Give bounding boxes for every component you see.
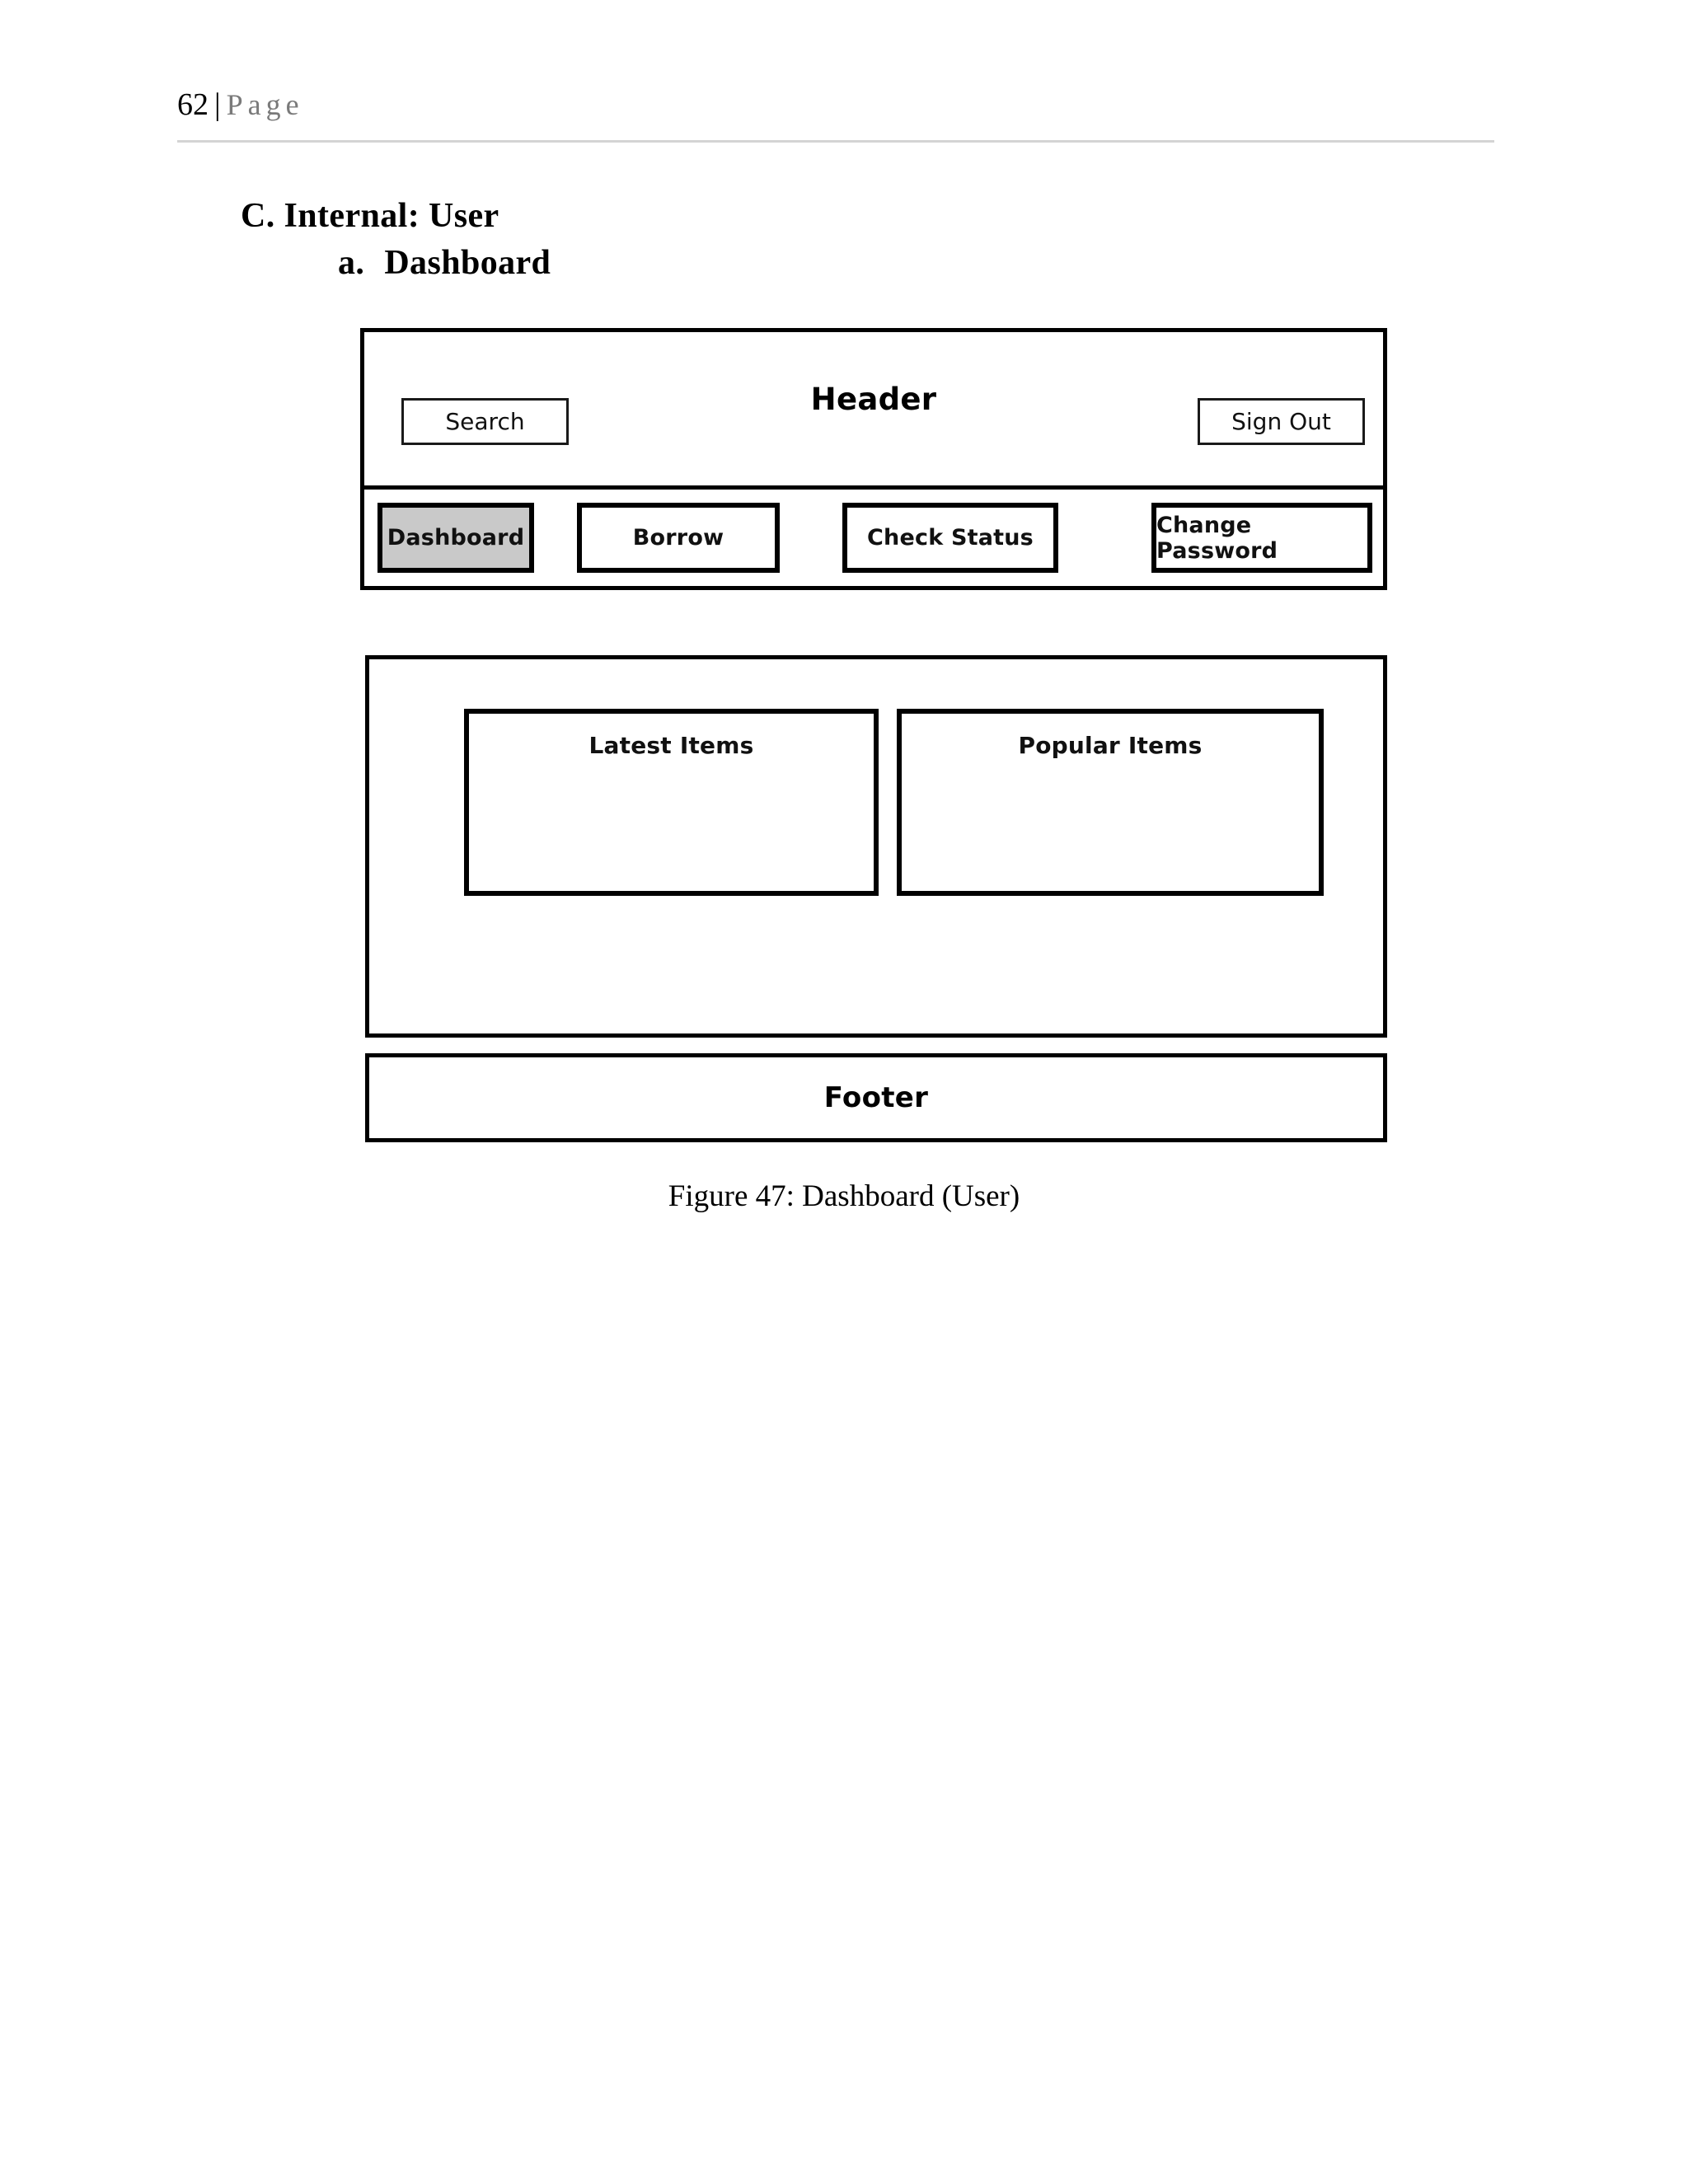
panel-popular-items[interactable]: Popular Items [897, 709, 1324, 896]
page-label: Page [226, 88, 304, 121]
panel-popular-items-title: Popular Items [1018, 732, 1203, 759]
nav-item-dashboard[interactable]: Dashboard [377, 503, 534, 573]
section-heading: C. Internal: User [241, 197, 499, 235]
nav-item-borrow[interactable]: Borrow [577, 503, 780, 573]
footer-title: Footer [823, 1081, 929, 1114]
subsection-label: Dashboard [384, 244, 551, 282]
page-header-rule [177, 140, 1494, 143]
subsection-heading: a. Dashboard [338, 243, 551, 283]
figure-caption: Figure 47: Dashboard (User) [668, 1179, 1020, 1213]
wireframe-footer-frame: Footer [365, 1053, 1387, 1142]
wireframe-top-frame: Search Header Sign Out Dashboard Borrow … [360, 328, 1387, 590]
panel-latest-items-title: Latest Items [588, 732, 754, 759]
wireframe-nav-band: Dashboard Borrow Check Status Change Pas… [364, 490, 1383, 590]
page-separator: | [214, 87, 221, 122]
nav-item-change-password[interactable]: Change Password [1151, 503, 1372, 573]
sign-out-button[interactable]: Sign Out [1198, 398, 1365, 445]
wireframe-header-band: Search Header Sign Out [364, 332, 1383, 490]
panel-latest-items[interactable]: Latest Items [464, 709, 879, 896]
search-button[interactable]: Search [401, 398, 569, 445]
page-number: 62 [177, 87, 209, 122]
page-header-text: 62|Page [177, 89, 1496, 120]
wireframe-content-frame: Latest Items Popular Items [365, 655, 1387, 1038]
nav-item-check-status[interactable]: Check Status [842, 503, 1058, 573]
subsection-marker: a. [338, 244, 365, 282]
running-page-header: 62|Page [177, 89, 1496, 143]
header-title: Header [810, 382, 937, 417]
